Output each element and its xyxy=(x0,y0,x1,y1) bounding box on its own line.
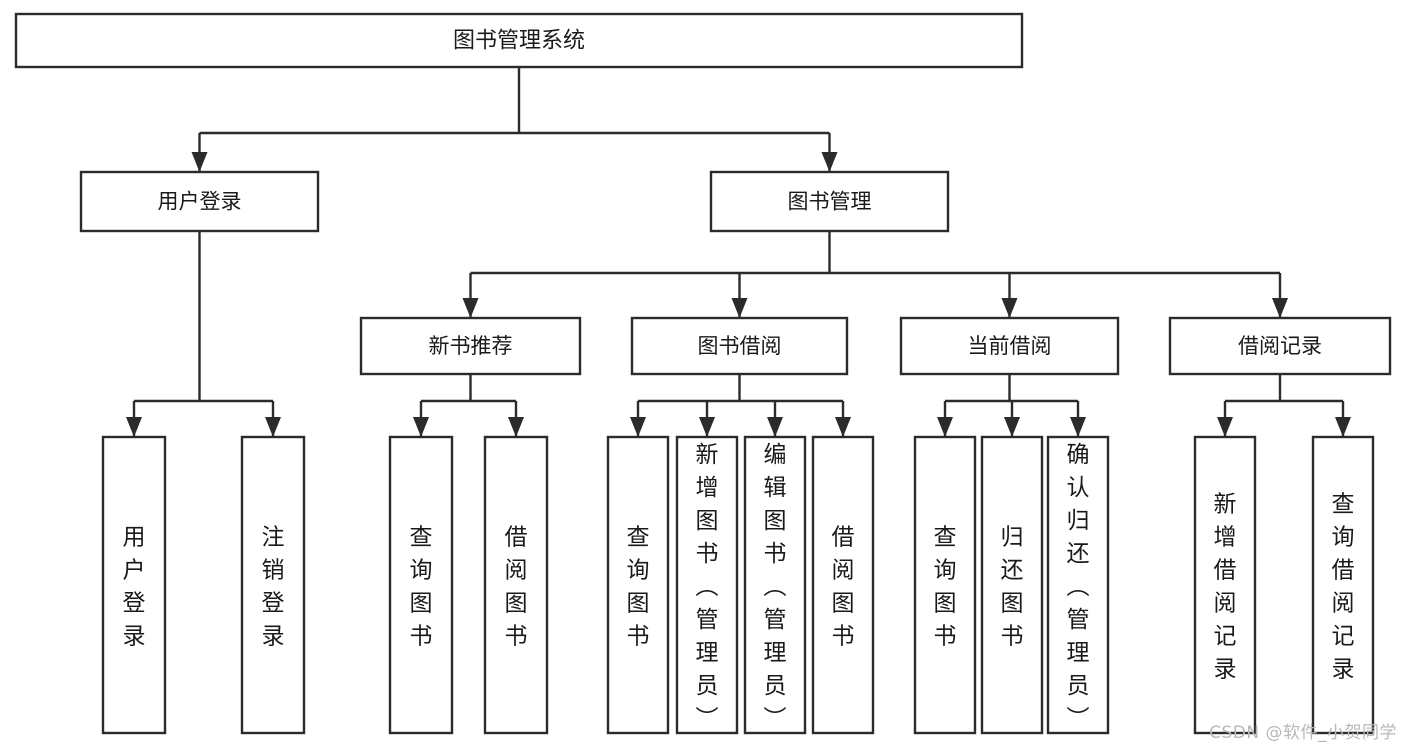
leaf-node-5-rect[interactable] xyxy=(675,435,739,735)
level3-node-0-rect[interactable] xyxy=(359,316,582,376)
leaf-node-9-label: 归还图书 xyxy=(1001,525,1024,650)
arrow-head-icon-level2-0 xyxy=(191,152,208,172)
arrow-head-icon-level3-2 xyxy=(1001,298,1018,318)
leaf-node-9[interactable]: 归还图书 xyxy=(980,435,1044,735)
watermark-text: CSDN @软件_小贺同学 xyxy=(1209,723,1397,743)
level3-node-1-rect[interactable] xyxy=(630,316,849,376)
arrow-head-icon-leaf-2-0 xyxy=(937,417,953,437)
leaf-node-12-rect[interactable] xyxy=(1311,435,1375,735)
leaf-node-4-rect[interactable] xyxy=(606,435,670,735)
leaf-node-6-rect[interactable] xyxy=(743,435,807,735)
arrow-head-icon-leaf-0-1 xyxy=(508,417,524,437)
level3-node-2[interactable]: 当前借阅 xyxy=(899,316,1120,376)
leaf-node-1-rect[interactable] xyxy=(240,435,306,735)
root-node-label: 图书管理系统 xyxy=(453,29,585,54)
leaf-node-10[interactable]: 确认归还︵管理员︶ xyxy=(1046,435,1110,735)
leaf-node-6[interactable]: 编辑图书︵管理员︶ xyxy=(743,435,807,735)
arrow-head-icon-level3-3 xyxy=(1272,298,1288,318)
arrow-head-icon-leaf-2-2 xyxy=(1070,417,1086,437)
leaf-node-8-label: 查询图书 xyxy=(934,525,957,650)
arrow-head-icon-leaf-3-0 xyxy=(1217,417,1233,437)
leaf-node-11-rect[interactable] xyxy=(1193,435,1257,735)
leaf-node-8[interactable]: 查询图书 xyxy=(913,435,977,735)
arrow-head-icon-level3-1 xyxy=(731,298,748,318)
arrow-head-icon-user-leaf-0 xyxy=(126,417,142,437)
level3-node-0-label: 新书推荐 xyxy=(429,334,513,358)
arrow-head-icon-leaf-2-1 xyxy=(1004,417,1020,437)
leaf-node-12[interactable]: 查询借阅记录 xyxy=(1311,435,1375,735)
root-node-rect[interactable] xyxy=(14,12,1024,69)
leaf-node-0[interactable]: 用户登录 xyxy=(101,435,167,735)
leaf-node-11-label: 新增借阅记录 xyxy=(1214,492,1237,683)
level3-node-0[interactable]: 新书推荐 xyxy=(359,316,582,376)
leaf-node-5-label: 新增图书︵管理员︶ xyxy=(696,442,719,732)
level2-node-1[interactable]: 图书管理 xyxy=(709,170,950,233)
leaf-node-0-label: 用户登录 xyxy=(123,525,146,650)
leaf-node-0-rect[interactable] xyxy=(101,435,167,735)
leaf-node-10-rect[interactable] xyxy=(1046,435,1110,735)
arrow-head-icon-level2-1 xyxy=(821,152,838,172)
level2-node-1-rect[interactable] xyxy=(709,170,950,233)
leaf-node-9-rect[interactable] xyxy=(980,435,1044,735)
root-node[interactable]: 图书管理系统 xyxy=(14,12,1024,69)
leaf-node-1[interactable]: 注销登录 xyxy=(240,435,306,735)
leaf-node-1-label: 注销登录 xyxy=(262,525,285,650)
level3-node-2-label: 当前借阅 xyxy=(968,334,1052,358)
leaf-node-5[interactable]: 新增图书︵管理员︶ xyxy=(675,435,739,735)
level3-node-1-label: 图书借阅 xyxy=(698,334,782,358)
arrow-head-icon-leaf-0-0 xyxy=(413,417,429,437)
leaf-node-3[interactable]: 借阅图书 xyxy=(483,435,549,735)
node-layer: 图书管理系统用户登录图书管理新书推荐图书借阅当前借阅借阅记录用户登录注销登录查询… xyxy=(14,12,1392,735)
leaf-node-7[interactable]: 借阅图书 xyxy=(811,435,875,735)
leaf-node-4[interactable]: 查询图书 xyxy=(606,435,670,735)
level2-node-0-rect[interactable] xyxy=(79,170,320,233)
leaf-node-10-label: 确认归还︵管理员︶ xyxy=(1067,442,1090,732)
level3-node-3-rect[interactable] xyxy=(1168,316,1392,376)
arrow-head-icon-leaf-1-0 xyxy=(630,417,646,437)
leaf-node-7-rect[interactable] xyxy=(811,435,875,735)
level2-node-1-label: 图书管理 xyxy=(788,190,872,214)
arrow-head-icon-leaf-1-2 xyxy=(767,417,783,437)
arrow-head-icon-leaf-3-1 xyxy=(1335,417,1351,437)
connector-layer xyxy=(126,67,1351,437)
level2-node-0[interactable]: 用户登录 xyxy=(79,170,320,233)
level3-node-3[interactable]: 借阅记录 xyxy=(1168,316,1392,376)
arrow-head-icon-user-leaf-1 xyxy=(265,417,281,437)
leaf-node-3-rect[interactable] xyxy=(483,435,549,735)
leaf-node-2-rect[interactable] xyxy=(388,435,454,735)
level2-node-0-label: 用户登录 xyxy=(158,190,242,214)
leaf-node-2[interactable]: 查询图书 xyxy=(388,435,454,735)
arrow-head-icon-leaf-1-1 xyxy=(699,417,715,437)
level3-node-1[interactable]: 图书借阅 xyxy=(630,316,849,376)
leaf-node-8-rect[interactable] xyxy=(913,435,977,735)
level3-node-2-rect[interactable] xyxy=(899,316,1120,376)
level3-node-3-label: 借阅记录 xyxy=(1238,334,1322,358)
leaf-node-7-label: 借阅图书 xyxy=(832,525,855,650)
leaf-node-12-label: 查询借阅记录 xyxy=(1332,492,1355,683)
leaf-node-3-label: 借阅图书 xyxy=(505,525,528,650)
arrow-head-icon-level3-0 xyxy=(462,298,479,318)
arrow-head-icon-leaf-1-3 xyxy=(835,417,851,437)
leaf-node-4-label: 查询图书 xyxy=(627,525,650,650)
leaf-node-6-label: 编辑图书︵管理员︶ xyxy=(764,442,787,732)
leaf-node-2-label: 查询图书 xyxy=(410,525,433,650)
leaf-node-11[interactable]: 新增借阅记录 xyxy=(1193,435,1257,735)
